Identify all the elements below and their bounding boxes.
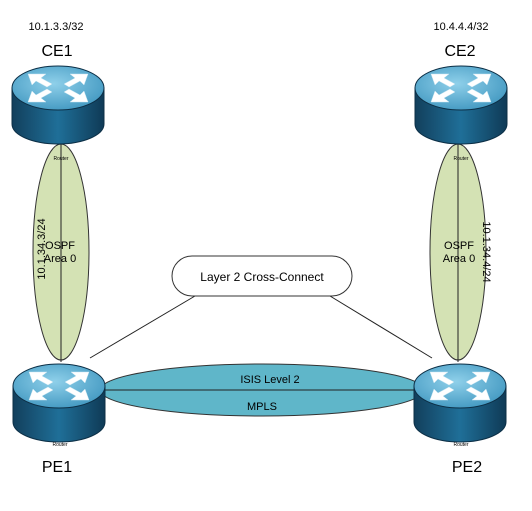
xconnect-line-right (329, 295, 433, 359)
xconnect-box (171, 255, 353, 297)
xconnect-line-left (89, 295, 196, 359)
core-transport-label: MPLS (247, 401, 277, 413)
pe2-name: PE2 (452, 459, 482, 476)
ospf-right-area: Area 0 (443, 253, 475, 265)
core-igp-label: ISIS Level 2 (240, 374, 299, 386)
ospf-right-address: 10.1.34.4/24 (480, 221, 492, 282)
ospf-left-address: 10.1.34.3/24 (36, 218, 48, 279)
router-icon (11, 65, 105, 145)
router-pe1[interactable]: Router (12, 363, 106, 448)
xconnect-label: Layer 2 Cross-Connect (200, 270, 324, 284)
router-caption: Router (53, 156, 68, 162)
router-caption: Router (453, 156, 468, 162)
router-ce2[interactable]: Router (414, 65, 508, 162)
ospf-left-protocol: OSPF (45, 240, 75, 252)
ospf-left-area: Area 0 (44, 253, 76, 265)
router-ce1[interactable]: Router (11, 65, 105, 162)
router-icon (414, 65, 508, 145)
router-caption: Router (52, 442, 67, 448)
router-icon (413, 363, 507, 443)
ospf-right-protocol: OSPF (444, 240, 474, 252)
router-caption: Router (453, 442, 468, 448)
ce1-loopback: 10.1.3.3/32 (28, 21, 83, 33)
ce2-name: CE2 (444, 43, 475, 60)
router-icon (12, 363, 106, 443)
ce1-name: CE1 (41, 43, 72, 60)
pe1-name: PE1 (42, 459, 72, 476)
ce2-loopback: 10.4.4.4/32 (433, 21, 488, 33)
router-pe2[interactable]: Router (413, 363, 507, 448)
